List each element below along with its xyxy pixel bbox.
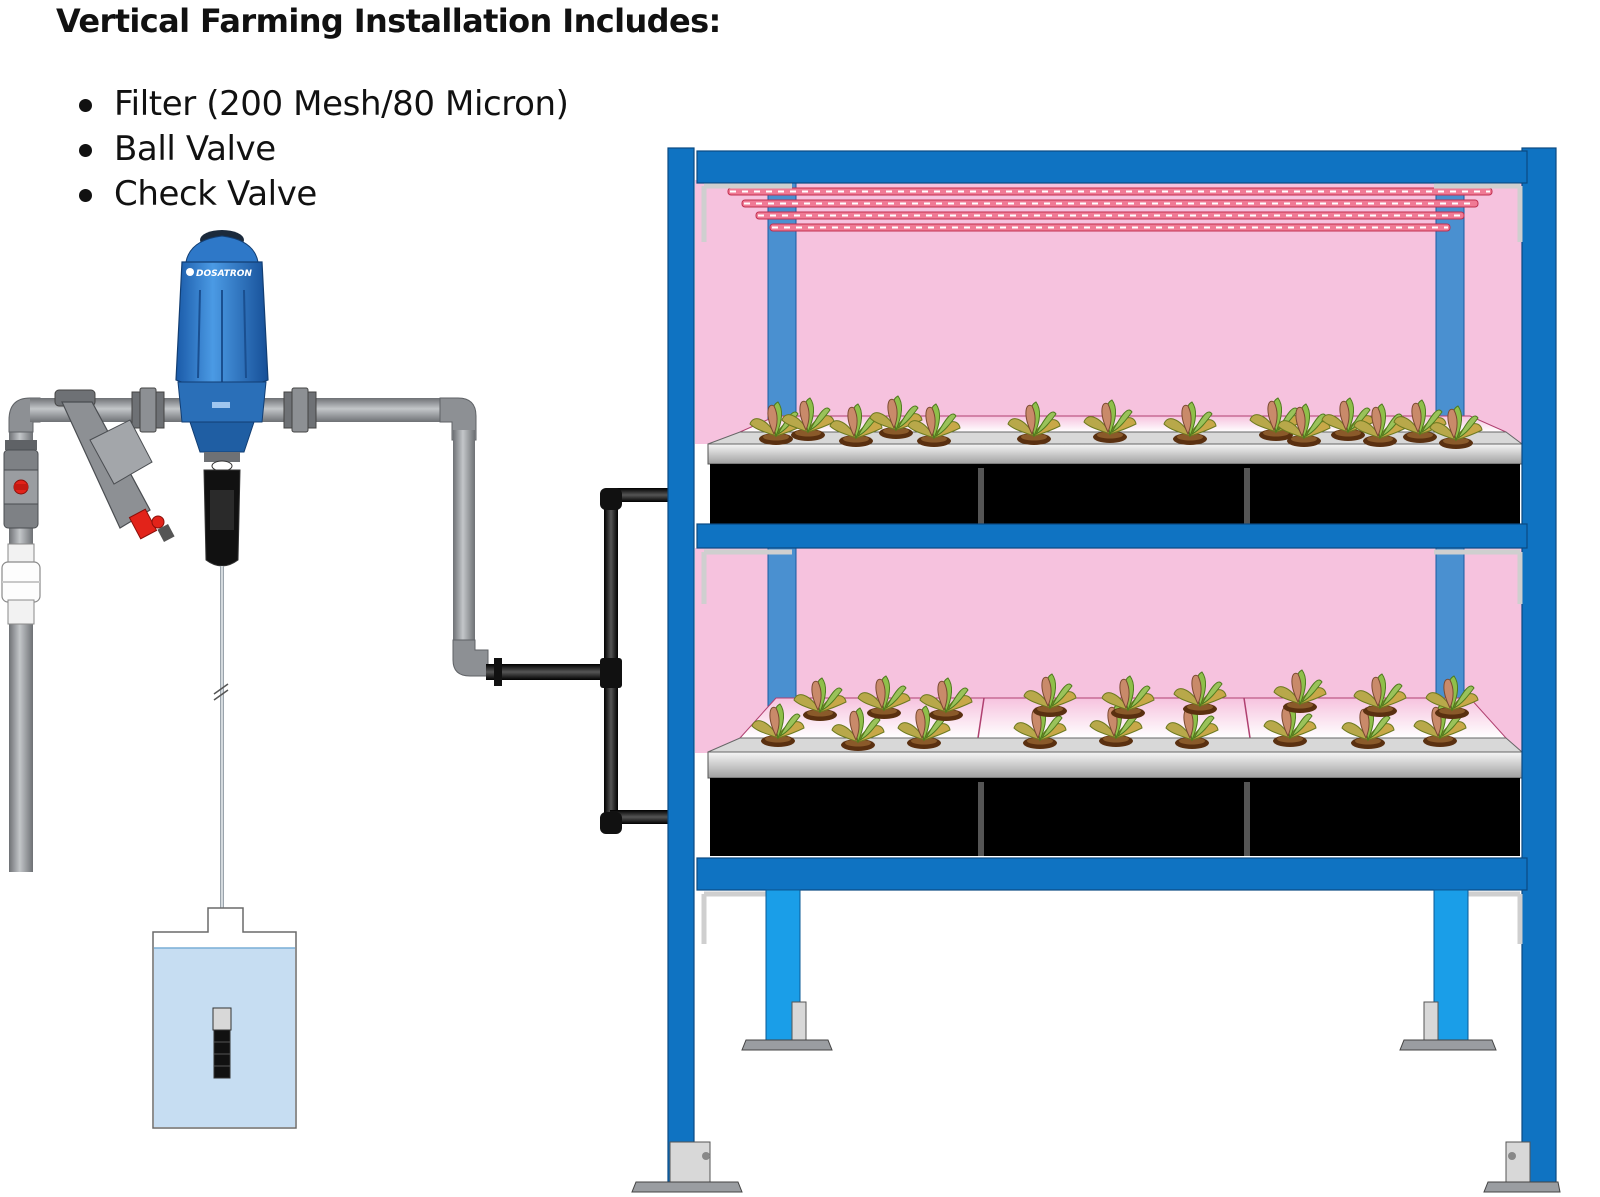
feed-manifold (486, 488, 670, 834)
filter (54, 389, 175, 542)
list-item-filter: Filter (200 Mesh/80 Micron) (76, 82, 569, 127)
led-grow-lights (727, 187, 1493, 232)
dosatron-logo: DOSATRON (196, 269, 252, 279)
page-title: Vertical Farming Installation Includes: (56, 2, 721, 40)
rack-frame (667, 147, 1557, 1189)
list-item-check-valve: Check Valve (76, 172, 569, 217)
bullet-icon (79, 99, 92, 112)
dosatron-injector: DOSATRON (175, 230, 269, 567)
bullet-icon (79, 189, 92, 202)
bullet-icon (79, 144, 92, 157)
included-items-list: Filter (200 Mesh/80 Micron) Ball Valve C… (76, 82, 569, 217)
ball-valve (3, 440, 39, 529)
list-item-ball-valve: Ball Valve (76, 127, 569, 172)
reservoir-upper (710, 464, 1520, 524)
check-valve (1, 543, 41, 625)
reservoir-lower (710, 778, 1520, 856)
solution-tank (152, 907, 297, 1129)
drop-pipe (453, 430, 475, 648)
rack-legs (631, 889, 1561, 1193)
